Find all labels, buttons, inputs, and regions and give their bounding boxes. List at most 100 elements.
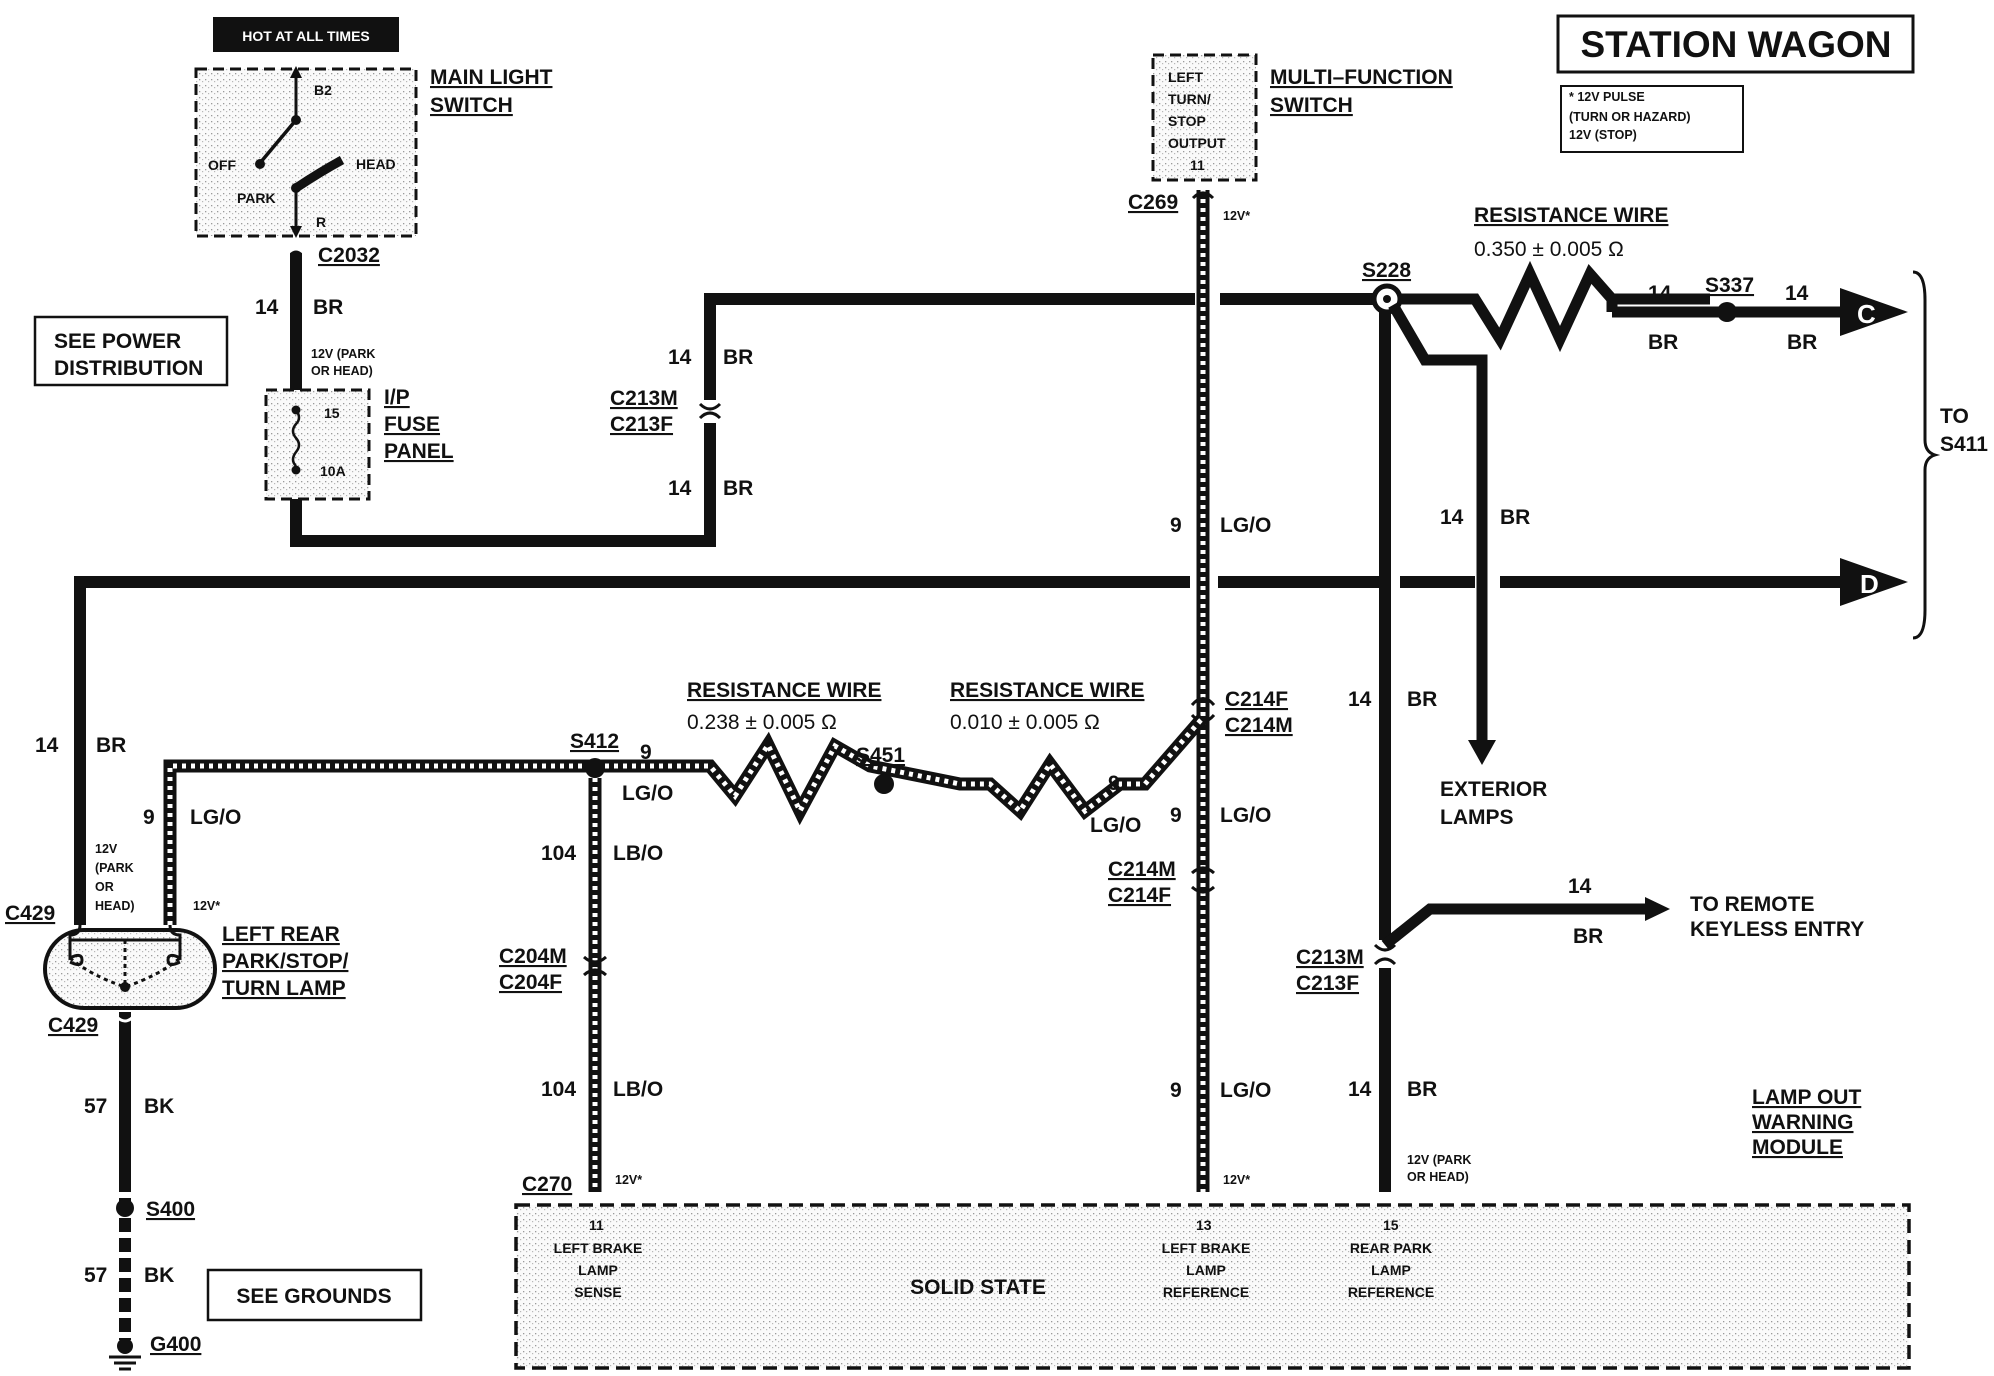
svg-text:LEFT REAR: LEFT REAR <box>222 923 340 946</box>
svg-text:12V*: 12V* <box>1223 209 1250 223</box>
svg-text:OR HEAD): OR HEAD) <box>1407 1170 1469 1184</box>
main-light-switch-label-1: MAIN LIGHT <box>430 66 553 89</box>
title-box: STATION WAGON <box>1556 14 1915 74</box>
svg-text:104: 104 <box>541 842 576 865</box>
svg-text:57: 57 <box>84 1095 107 1118</box>
svg-text:14: 14 <box>1785 282 1809 305</box>
svg-text:9: 9 <box>1170 804 1182 827</box>
legend-box: * 12V PULSE (TURN OR HAZARD) 12V (STOP) <box>1560 85 1744 153</box>
see-grounds-box: SEE GROUNDS <box>206 1268 423 1322</box>
svg-text:LEFT BRAKE: LEFT BRAKE <box>554 1240 643 1256</box>
svg-text:SENSE: SENSE <box>574 1284 621 1300</box>
svg-text:LG/O: LG/O <box>1220 514 1271 537</box>
svg-text:OR HEAD): OR HEAD) <box>311 364 373 378</box>
multifunction-switch: LEFT TURN/ STOP OUTPUT 11 <box>1151 53 1258 182</box>
svg-text:LG/O: LG/O <box>1090 814 1141 837</box>
svg-text:14: 14 <box>1568 875 1592 898</box>
svg-text:9: 9 <box>1170 514 1182 537</box>
svg-text:LEFT BRAKE: LEFT BRAKE <box>1162 1240 1251 1256</box>
svg-text:BK: BK <box>144 1264 174 1287</box>
splice-s337-label: S337 <box>1705 274 1754 297</box>
svg-text:57: 57 <box>84 1264 107 1287</box>
svg-text:12V*: 12V* <box>615 1173 642 1187</box>
svg-text:REFERENCE: REFERENCE <box>1163 1284 1249 1300</box>
connector-c214m-mid: C214M <box>1108 858 1176 881</box>
svg-text:14: 14 <box>255 296 279 319</box>
svg-text:12V: 12V <box>95 842 118 856</box>
connector-c2032: C2032 <box>318 244 380 267</box>
svg-text:PARK/STOP/: PARK/STOP/ <box>222 950 349 973</box>
svg-text:BR: BR <box>1407 1078 1437 1101</box>
ip-fuse-panel: 15 10A <box>264 388 371 501</box>
svg-text:12V*: 12V* <box>193 899 220 913</box>
svg-text:14: 14 <box>668 477 692 500</box>
svg-text:STOP: STOP <box>1168 113 1206 129</box>
svg-text:BR: BR <box>1573 925 1603 948</box>
svg-text:LG/O: LG/O <box>622 782 673 805</box>
svg-text:104: 104 <box>541 1078 576 1101</box>
splice-s412-label: S412 <box>570 730 619 753</box>
svg-text:SWITCH: SWITCH <box>1270 94 1353 117</box>
svg-text:14: 14 <box>1348 1078 1372 1101</box>
ground-g400-label: G400 <box>150 1333 201 1356</box>
connector-c213f-top: C213F <box>610 413 673 436</box>
svg-text:(PARK: (PARK <box>95 861 134 875</box>
svg-text:9: 9 <box>1170 1079 1182 1102</box>
svg-text:BR: BR <box>96 734 126 757</box>
svg-text:WARNING: WARNING <box>1752 1111 1854 1134</box>
svg-text:TO: TO <box>1940 405 1969 428</box>
svg-text:BR: BR <box>723 346 753 369</box>
svg-text:LB/O: LB/O <box>613 842 663 865</box>
svg-text:0.238 ± 0.005 Ω: 0.238 ± 0.005 Ω <box>687 711 837 734</box>
svg-text:C: C <box>1857 299 1876 329</box>
svg-text:REAR PARK: REAR PARK <box>1350 1240 1432 1256</box>
svg-text:PARK: PARK <box>237 190 276 206</box>
svg-text:15: 15 <box>324 405 340 421</box>
svg-text:10A: 10A <box>320 463 346 479</box>
pin-15: 15 <box>1383 1217 1399 1233</box>
splice-s228-label: S228 <box>1362 259 1411 282</box>
connector-c213m-bottom: C213M <box>1296 946 1364 969</box>
svg-text:9: 9 <box>143 806 155 829</box>
svg-text:LG/O: LG/O <box>1220 804 1271 827</box>
lgo-striped-run <box>163 713 1208 925</box>
svg-text:REFERENCE: REFERENCE <box>1348 1284 1434 1300</box>
main-light-switch: B2 OFF PARK HEAD R <box>194 66 418 238</box>
ground-symbol <box>109 1338 141 1371</box>
svg-text:LEFT: LEFT <box>1168 69 1203 85</box>
connector-c270: C270 <box>522 1173 572 1196</box>
svg-text:14: 14 <box>35 734 59 757</box>
svg-text:14: 14 <box>668 346 692 369</box>
svg-text:RESISTANCE WIRE: RESISTANCE WIRE <box>687 679 881 702</box>
svg-text:FUSE: FUSE <box>384 413 440 436</box>
connector-c213m-top: C213M <box>610 387 678 410</box>
svg-text:14: 14 <box>1440 506 1464 529</box>
svg-text:MULTI–FUNCTION: MULTI–FUNCTION <box>1270 66 1453 89</box>
left-rear-lamp <box>43 924 217 1010</box>
legend-line-1: * 12V PULSE <box>1569 90 1645 104</box>
svg-text:BR: BR <box>1500 506 1530 529</box>
see-power-distribution-box: SEE POWER DISTRIBUTION <box>33 315 229 387</box>
legend-line-2: (TURN OR HAZARD) <box>1569 110 1691 124</box>
connector-c214f-top: C214F <box>1225 688 1288 711</box>
solid-state-label: SOLID STATE <box>910 1276 1046 1299</box>
destination-c-arrow <box>1840 288 1908 336</box>
svg-text:12V (PARK: 12V (PARK <box>1407 1153 1471 1167</box>
connector-c214m-top: C214M <box>1225 714 1293 737</box>
splice-s451-label: S451 <box>856 744 905 767</box>
remote-keyless-label-2: KEYLESS ENTRY <box>1690 918 1864 941</box>
svg-text:B2: B2 <box>314 82 332 98</box>
svg-text:9: 9 <box>1108 772 1120 795</box>
pin-13: 13 <box>1196 1217 1212 1233</box>
connector-c429-top: C429 <box>5 902 55 925</box>
svg-text:LAMP OUT: LAMP OUT <box>1752 1086 1861 1109</box>
svg-text:BR: BR <box>723 477 753 500</box>
svg-text:RESISTANCE WIRE: RESISTANCE WIRE <box>950 679 1144 702</box>
svg-text:DISTRIBUTION: DISTRIBUTION <box>54 357 203 380</box>
connector-c213f-bottom: C213F <box>1296 972 1359 995</box>
svg-text:OFF: OFF <box>208 157 236 173</box>
splice-s412 <box>585 758 605 778</box>
svg-text:OUTPUT: OUTPUT <box>1168 135 1226 151</box>
svg-text:SEE GROUNDS: SEE GROUNDS <box>236 1285 391 1308</box>
svg-text:LB/O: LB/O <box>613 1078 663 1101</box>
